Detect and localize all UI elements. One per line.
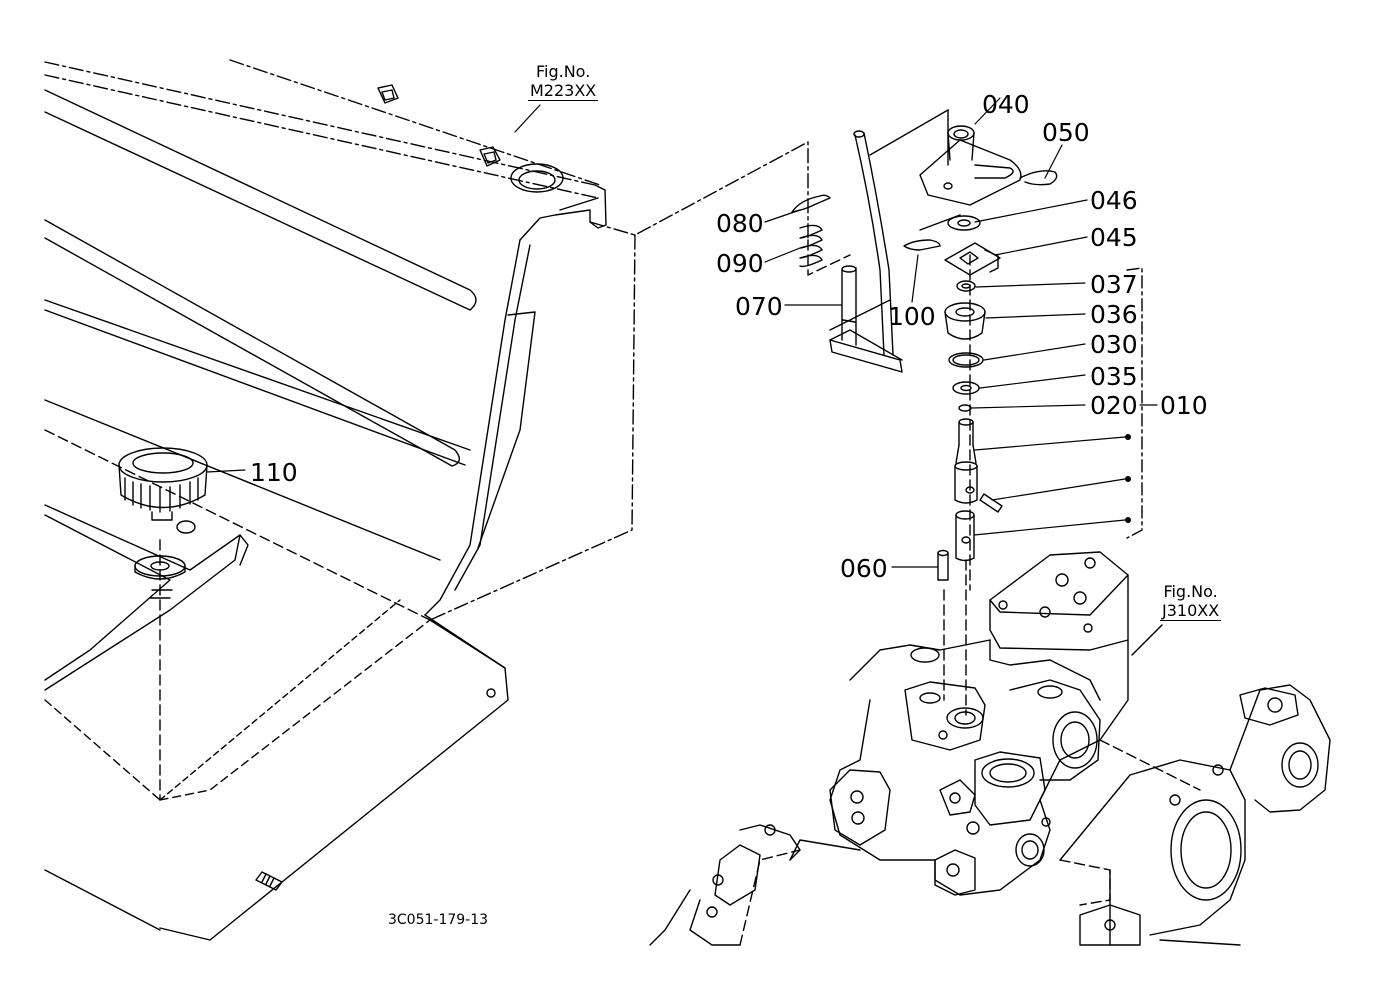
callout-060: 060 bbox=[840, 554, 888, 583]
figure-ref-caption: Fig.No. bbox=[535, 62, 591, 81]
figure-ref-top: Fig.No. M223XX bbox=[528, 62, 599, 102]
cover-panel bbox=[44, 59, 607, 941]
callout-030: 030 bbox=[1090, 330, 1138, 359]
callout-040: 040 bbox=[982, 90, 1030, 119]
callout-037: 037 bbox=[1090, 270, 1138, 299]
callout-045: 045 bbox=[1090, 223, 1138, 252]
figure-ref-number: M223XX bbox=[528, 81, 599, 102]
callout-020: 020 bbox=[1090, 391, 1138, 420]
callout-046: 046 bbox=[1090, 186, 1138, 215]
lever-assembly bbox=[791, 130, 941, 373]
callout-090: 090 bbox=[716, 249, 764, 278]
housing bbox=[649, 684, 1331, 946]
callout-070: 070 bbox=[735, 292, 783, 321]
callout-010: 010 bbox=[1160, 391, 1208, 420]
callout-050: 050 bbox=[1042, 118, 1090, 147]
callout-035: 035 bbox=[1090, 362, 1138, 391]
leader-dots bbox=[1125, 434, 1131, 523]
valve-stack bbox=[919, 125, 1143, 581]
drawing-code: 3C051-179-13 bbox=[388, 912, 489, 928]
figure-ref-number: J310XX bbox=[1160, 601, 1222, 622]
callout-100: 100 bbox=[888, 302, 936, 331]
leader-lines bbox=[206, 97, 1158, 568]
valve-body bbox=[829, 551, 1163, 896]
link-lines bbox=[429, 109, 971, 716]
callout-110: 110 bbox=[250, 458, 298, 487]
callout-080: 080 bbox=[716, 209, 764, 238]
figure-ref-caption: Fig.No. bbox=[1163, 582, 1218, 601]
callout-036: 036 bbox=[1090, 300, 1138, 329]
knob-110 bbox=[118, 447, 208, 599]
figure-ref-right: Fig.No. J310XX bbox=[1160, 582, 1222, 622]
